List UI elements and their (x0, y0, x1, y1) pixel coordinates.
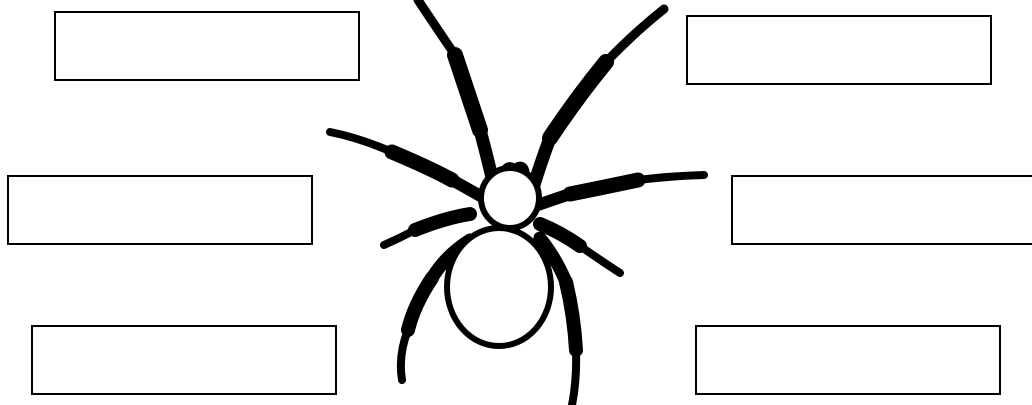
label-box-top-right[interactable] (686, 15, 992, 85)
cephalothorax (481, 168, 539, 228)
label-box-mid-right[interactable] (731, 175, 1032, 245)
abdomen (447, 228, 551, 346)
leg-front-left (418, 0, 493, 182)
leg-front-right (534, 9, 664, 185)
leg-second-right (538, 175, 704, 205)
leg-third-left (384, 214, 470, 245)
label-box-bottom-left[interactable] (31, 325, 337, 395)
label-box-mid-left[interactable] (7, 175, 313, 245)
label-box-bottom-right[interactable] (695, 325, 1001, 395)
leg-second-left (330, 132, 484, 198)
label-box-top-left[interactable] (54, 11, 360, 81)
